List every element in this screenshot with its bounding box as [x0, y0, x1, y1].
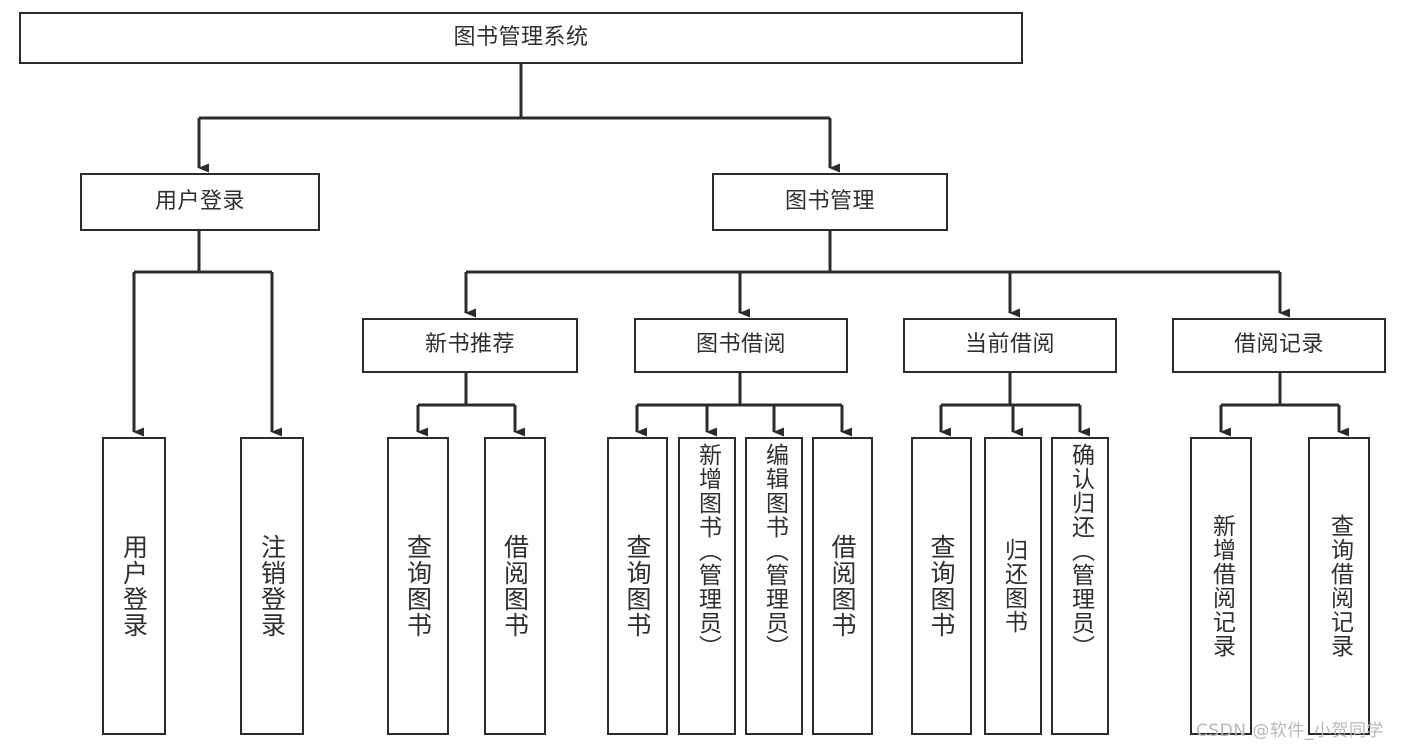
node-leaf-confirm-return-admin[interactable]: 确认归还（管理员） — [1051, 437, 1109, 735]
node-leaf-query-book-1-label: 查询图书 — [403, 534, 433, 638]
node-current-borrow-label: 当前借阅 — [964, 332, 1055, 358]
node-leaf-add-book-admin-label: 新增图书（管理员） — [694, 443, 721, 659]
node-leaf-return-book-label: 归还图书 — [1000, 538, 1027, 634]
node-leaf-user-login[interactable]: 用户登录 — [102, 437, 166, 735]
node-leaf-query-book-1[interactable]: 查询图书 — [387, 437, 449, 735]
node-leaf-query-book-3-label: 查询图书 — [927, 534, 956, 638]
node-leaf-query-book-2-label: 查询图书 — [623, 534, 652, 638]
node-leaf-add-book-admin[interactable]: 新增图书（管理员） — [678, 437, 736, 735]
node-book-manage[interactable]: 图书管理 — [712, 173, 948, 231]
node-user-login-label: 用户登录 — [154, 188, 245, 214]
node-new-book-recommend-label: 新书推荐 — [424, 332, 515, 358]
node-leaf-return-book[interactable]: 归还图书 — [984, 437, 1042, 735]
node-leaf-query-book-3[interactable]: 查询图书 — [911, 437, 972, 735]
node-leaf-query-borrow-record-label: 查询借阅记录 — [1326, 514, 1353, 658]
watermark: CSDN @软件_小贺同学 — [1196, 721, 1384, 741]
node-leaf-edit-book-admin[interactable]: 编辑图书（管理员） — [745, 437, 803, 735]
node-leaf-logout[interactable]: 注销登录 — [240, 437, 304, 735]
node-leaf-borrow-book-2[interactable]: 借阅图书 — [812, 437, 873, 735]
node-leaf-user-login-label: 用户登录 — [119, 534, 149, 638]
node-leaf-borrow-book-1-label: 借阅图书 — [500, 534, 530, 638]
node-leaf-borrow-book-1[interactable]: 借阅图书 — [484, 437, 546, 735]
node-current-borrow[interactable]: 当前借阅 — [903, 318, 1117, 373]
node-leaf-edit-book-admin-label: 编辑图书（管理员） — [761, 443, 788, 659]
node-leaf-borrow-book-2-label: 借阅图书 — [828, 534, 857, 638]
node-root-label: 图书管理系统 — [453, 24, 589, 50]
node-book-manage-label: 图书管理 — [784, 188, 875, 214]
node-leaf-query-book-2[interactable]: 查询图书 — [607, 437, 668, 735]
node-borrow-record-label: 借阅记录 — [1233, 332, 1324, 358]
node-leaf-add-borrow-record[interactable]: 新增借阅记录 — [1190, 437, 1252, 735]
node-new-book-recommend[interactable]: 新书推荐 — [362, 318, 578, 373]
node-leaf-query-borrow-record[interactable]: 查询借阅记录 — [1308, 437, 1370, 735]
node-root[interactable]: 图书管理系统 — [19, 12, 1023, 64]
node-user-login[interactable]: 用户登录 — [80, 173, 320, 231]
node-book-borrow-label: 图书借阅 — [695, 332, 786, 358]
node-book-borrow[interactable]: 图书借阅 — [634, 318, 848, 373]
node-leaf-logout-label: 注销登录 — [257, 534, 287, 638]
node-leaf-confirm-return-admin-label: 确认归还（管理员） — [1067, 443, 1094, 659]
node-leaf-add-borrow-record-label: 新增借阅记录 — [1208, 514, 1235, 658]
node-borrow-record[interactable]: 借阅记录 — [1172, 318, 1386, 373]
